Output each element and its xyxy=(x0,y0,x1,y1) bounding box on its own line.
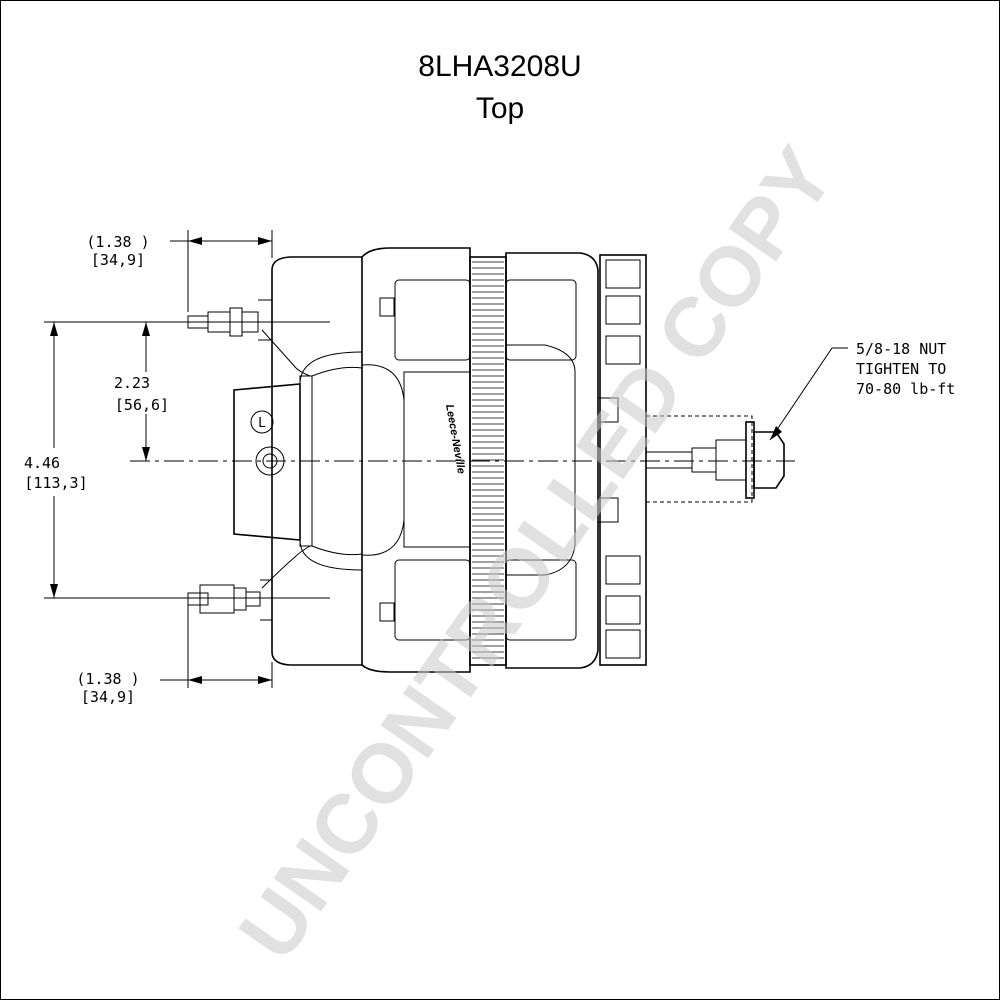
nut-callout-line3: 70-80 lb-ft xyxy=(856,380,955,398)
dim-top-offset xyxy=(170,230,273,312)
l-terminal-ring xyxy=(250,410,274,434)
nut-callout-line1: 5/8-18 NUT xyxy=(856,340,946,358)
dim-bottom-offset-mm: [34,9] xyxy=(81,688,135,706)
dim-full-height xyxy=(44,322,330,599)
lower-boss-rear xyxy=(394,559,471,641)
shaft-washer xyxy=(745,421,755,499)
dim-full-height-inch: 4.46 xyxy=(24,454,60,472)
lower-terminal-stud xyxy=(187,545,311,621)
upper-screw-head xyxy=(379,297,395,317)
rear-housing-panel xyxy=(361,364,405,556)
dim-top-offset-inch: (1.38 ) xyxy=(86,233,149,251)
upper-terminal-stud xyxy=(187,299,311,377)
dim-top-offset-mm: [34,9] xyxy=(91,251,145,269)
lower-boss-front xyxy=(505,559,577,641)
dim-half-height xyxy=(44,321,330,461)
l-terminal-label: L xyxy=(258,416,266,431)
brand-mark: Leece-Neville xyxy=(443,403,467,474)
dim-half-height-inch: 2.23 xyxy=(114,374,150,392)
upper-boss-rear xyxy=(394,279,471,361)
front-housing-outline xyxy=(505,252,599,669)
view-label: Top xyxy=(476,92,524,125)
dim-half-height-mm: [56,6] xyxy=(115,396,169,414)
front-housing-contour xyxy=(506,344,576,576)
shaft-nut xyxy=(753,431,785,489)
stator-fins xyxy=(472,261,504,659)
dim-bottom-offset-inch: (1.38 ) xyxy=(76,670,139,688)
dim-full-height-mm: [113,3] xyxy=(24,474,87,492)
dim-bottom-offset xyxy=(160,605,273,688)
lower-screw-head xyxy=(379,602,395,622)
nut-callout-leader xyxy=(769,347,848,441)
nut-callout-line2: TIGHTEN TO xyxy=(856,360,946,378)
part-number-title: 8LHA3208U xyxy=(418,50,581,83)
upper-boss-front xyxy=(505,279,577,361)
